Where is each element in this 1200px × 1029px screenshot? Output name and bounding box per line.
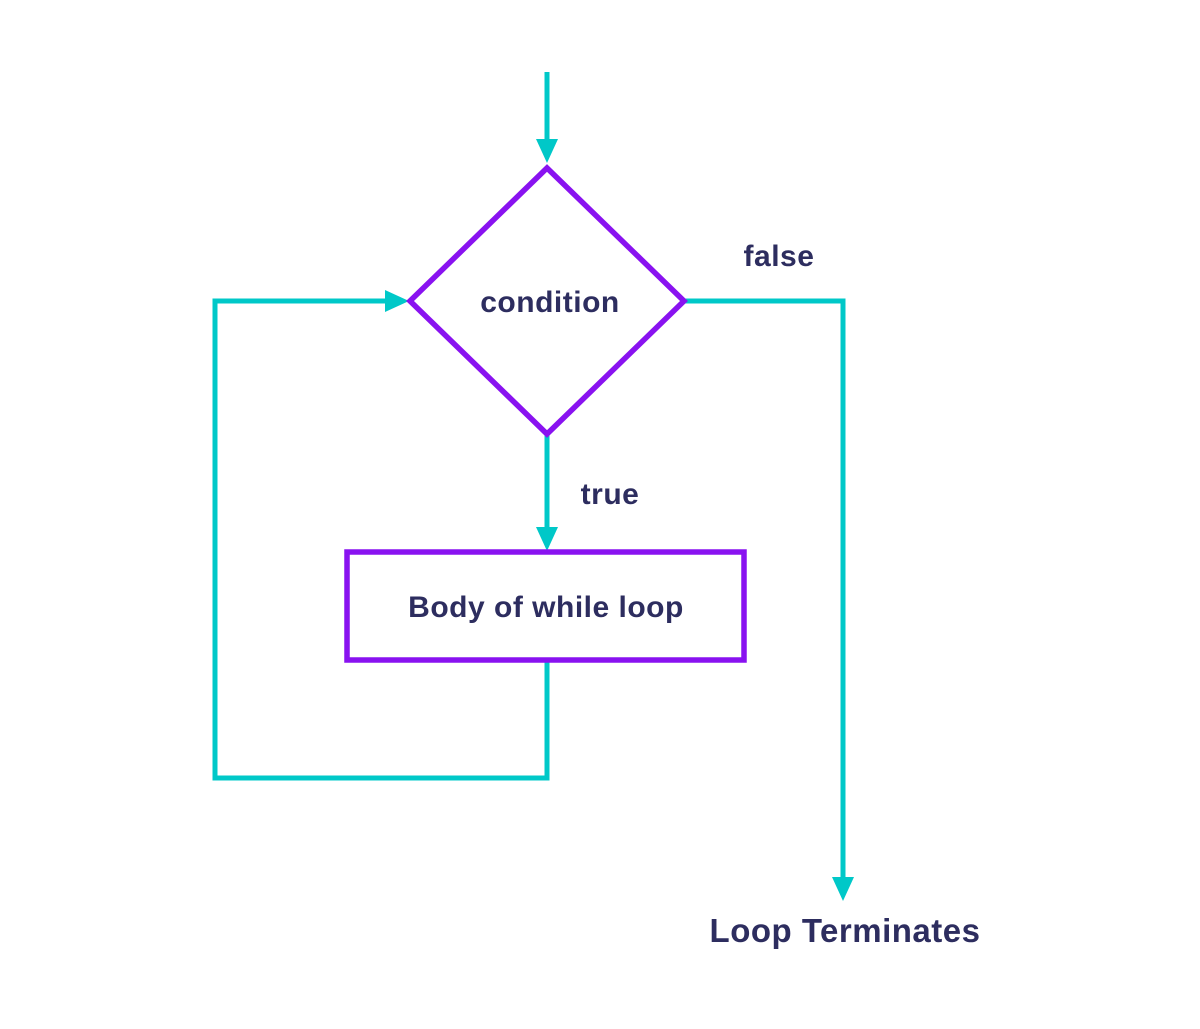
condition-diamond xyxy=(406,164,688,438)
false-edge xyxy=(684,298,846,879)
true-label: true xyxy=(581,478,640,511)
body-label: Body of while loop xyxy=(408,591,684,624)
loop-terminates-label: Loop Terminates xyxy=(710,912,981,949)
arrowhead-down-icon xyxy=(536,527,558,551)
arrowhead-down-icon xyxy=(536,139,558,163)
arrowhead-down-icon xyxy=(832,877,854,901)
false-label: false xyxy=(744,240,815,273)
body-rectangle xyxy=(344,549,747,663)
arrowhead-right-icon xyxy=(385,290,409,312)
condition-label: condition xyxy=(480,286,619,319)
loopback-edge xyxy=(212,298,550,781)
